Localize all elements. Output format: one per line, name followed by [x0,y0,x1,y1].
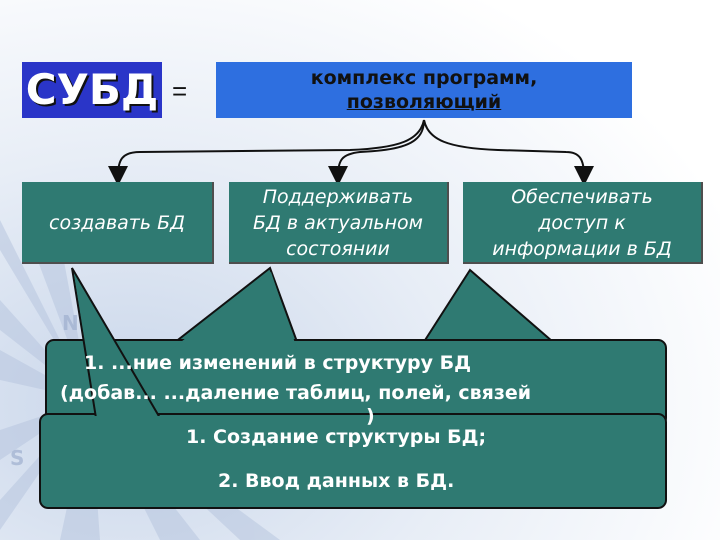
function-maintain-db-line-1: Поддерживать [262,186,414,208]
svg-text:S: S [10,446,24,470]
callout-modifications-line-3: ) [366,405,375,427]
function-maintain-db: Поддерживать БД в актуальном состоянии [229,182,449,264]
definition-line-2: позволяющий [346,91,502,113]
function-create-db-line-1: создавать БД [49,212,185,234]
definition-box: комплекс программ, позволяющий [216,62,632,118]
callout-modifications-line-1: 1. ...ние изменений в структуру БД [84,352,471,374]
callout-creation-line-2: 2. Ввод данных в БД. [218,470,455,492]
function-maintain-db-line-2: БД в актуальном [253,212,423,234]
callout-creation-line-1: 1. Создание структуры БД; [186,426,487,448]
function-access-db: Обеспечивать доступ к информации в БД [463,182,703,264]
equals-sign: = [172,76,188,106]
svg-text:N: N [62,311,79,335]
function-access-db-line-1: Обеспечивать [511,186,653,208]
callout-modifications [45,266,667,427]
callout-creation [39,267,667,509]
function-access-db-line-2: доступ к [538,212,626,234]
function-access-db-line-3: информации в БД [492,238,672,260]
definition-line-1: комплекс программ, [310,67,538,89]
callout-modifications-line-2: (добав... ...даление таблиц, полей, связ… [60,382,532,404]
subd-title: СУБД [22,62,162,118]
function-create-db: создавать БД [22,182,214,264]
function-maintain-db-line-3: состоянии [286,238,390,260]
callout-pointer-access [418,268,563,349]
